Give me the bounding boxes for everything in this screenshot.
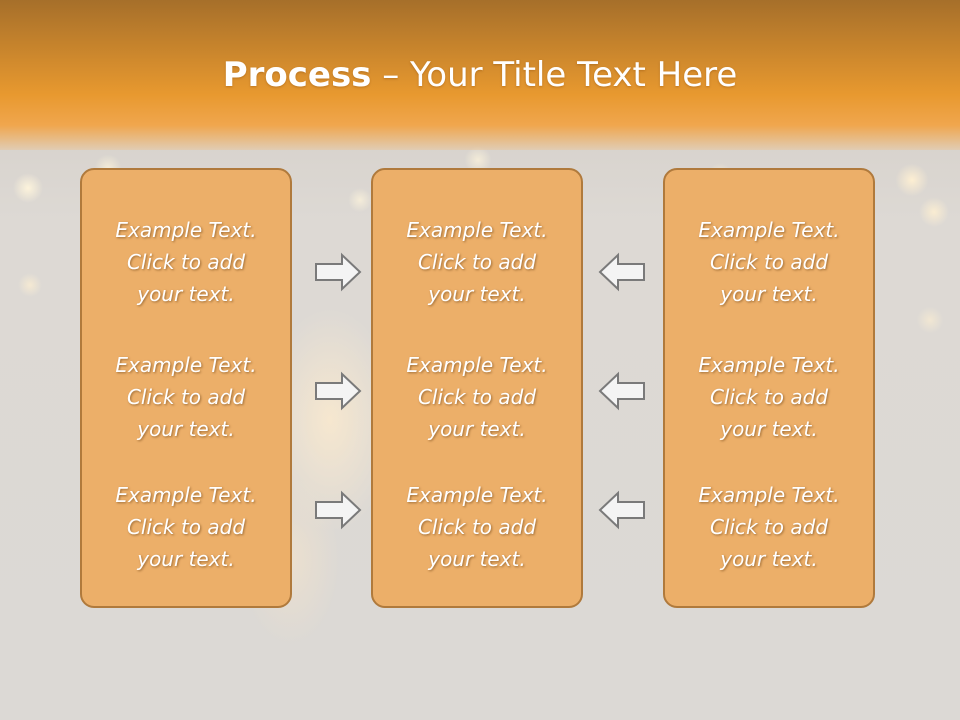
text-line: Example Text. — [698, 353, 840, 377]
right-arrow-icon — [315, 490, 362, 530]
text-line: Example Text. — [115, 353, 257, 377]
text-line: your text. — [720, 417, 818, 441]
text-line: Example Text. — [406, 218, 548, 242]
text-line: your text. — [428, 282, 526, 306]
text-line: your text. — [720, 282, 818, 306]
process-box-left[interactable]: Example Text. Click to add your text. Ex… — [80, 168, 292, 608]
text-line: your text. — [137, 417, 235, 441]
title-rest: – Your Title Text Here — [371, 55, 738, 95]
text-line: Click to add — [709, 385, 829, 409]
text-line: Click to add — [126, 250, 246, 274]
text-line: Example Text. — [115, 483, 257, 507]
right-arrow-icon — [315, 252, 362, 292]
text-placeholder[interactable]: Example Text. Click to add your text. — [665, 479, 873, 575]
text-line: Example Text. — [406, 483, 548, 507]
left-arrow-icon — [598, 371, 645, 411]
text-placeholder[interactable]: Example Text. Click to add your text. — [665, 349, 873, 445]
process-box-right[interactable]: Example Text. Click to add your text. Ex… — [663, 168, 875, 608]
text-line: Click to add — [709, 250, 829, 274]
text-line: Example Text. — [698, 218, 840, 242]
left-arrow-icon — [598, 252, 645, 292]
text-placeholder[interactable]: Example Text. Click to add your text. — [82, 214, 290, 310]
text-line: Example Text. — [115, 218, 257, 242]
text-line: Click to add — [417, 385, 537, 409]
slide-title[interactable]: Process – Your Title Text Here — [0, 50, 960, 100]
title-banner — [0, 0, 960, 150]
text-line: Example Text. — [406, 353, 548, 377]
text-line: Click to add — [709, 515, 829, 539]
text-line: Click to add — [126, 515, 246, 539]
text-placeholder[interactable]: Example Text. Click to add your text. — [373, 479, 581, 575]
text-placeholder[interactable]: Example Text. Click to add your text. — [82, 349, 290, 445]
process-box-center[interactable]: Example Text. Click to add your text. Ex… — [371, 168, 583, 608]
right-arrow-icon — [315, 371, 362, 411]
text-placeholder[interactable]: Example Text. Click to add your text. — [82, 479, 290, 575]
text-line: your text. — [720, 547, 818, 571]
text-line: Click to add — [126, 385, 246, 409]
title-bold: Process — [222, 55, 372, 95]
text-line: your text. — [137, 282, 235, 306]
text-line: your text. — [137, 547, 235, 571]
text-line: Click to add — [417, 515, 537, 539]
text-placeholder[interactable]: Example Text. Click to add your text. — [373, 349, 581, 445]
text-line: your text. — [428, 547, 526, 571]
text-line: your text. — [428, 417, 526, 441]
text-line: Click to add — [417, 250, 537, 274]
text-placeholder[interactable]: Example Text. Click to add your text. — [665, 214, 873, 310]
text-placeholder[interactable]: Example Text. Click to add your text. — [373, 214, 581, 310]
text-line: Example Text. — [698, 483, 840, 507]
left-arrow-icon — [598, 490, 645, 530]
